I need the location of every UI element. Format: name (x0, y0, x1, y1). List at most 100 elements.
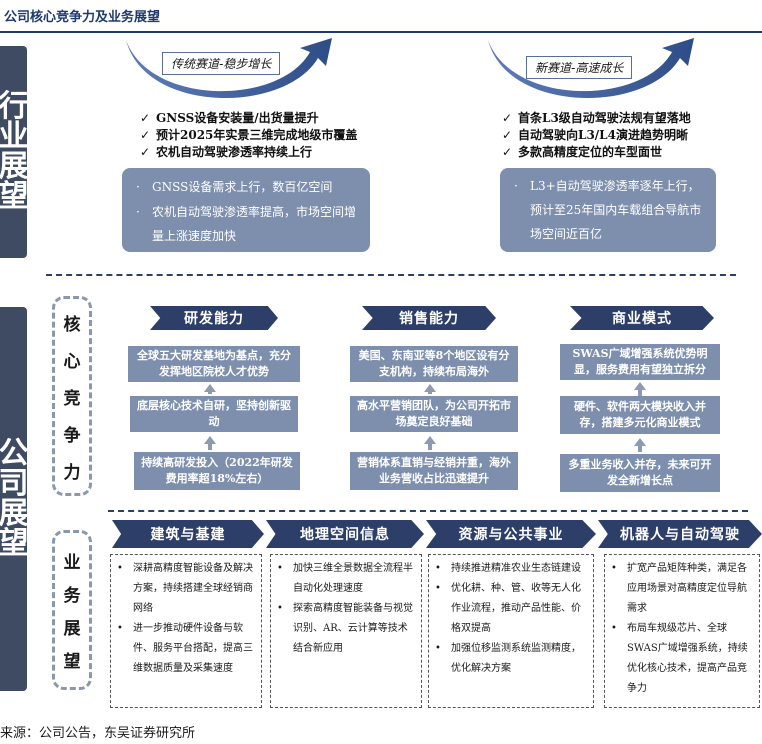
new-check-list: ✓首条L3级自动驾驶法规有望落地 ✓自动驾驶向L3/L4演进趋势明晰 ✓多款高精… (502, 110, 691, 161)
bullet-dot-icon: • (435, 563, 441, 574)
construction-header: 建筑与基建 (112, 520, 264, 548)
check-icon: ✓ (502, 145, 513, 159)
bullet-dot-icon: • (611, 623, 617, 634)
check-icon: ✓ (502, 111, 513, 125)
vertical-char: 竞 (63, 388, 81, 409)
industry-side-text: 行业展望 (0, 92, 27, 212)
vertical-char: 展 (63, 619, 81, 639)
geospatial-header: 地理空间信息 (266, 520, 424, 548)
section-divider (108, 510, 748, 512)
vertical-char: 展 (0, 149, 27, 184)
resources-box: •持续推进精准农业生态链建设 •优化耕、种、管、收等无人化作业流程，推动产品性能… (428, 554, 594, 708)
title-rule (0, 31, 762, 33)
vertical-char: 争 (63, 425, 81, 446)
list-item: •优化耕、种、管、收等无人化作业流程，推动产品性能、价格双提高 (435, 579, 587, 639)
list-item: •扩宽产品矩阵种类，满足各应用场景对高精度定位导航需求 (611, 559, 753, 619)
traditional-info-box: ·GNSS设备需求上行，数百亿空间 ·农机自动驾驶渗透率提高，市场空间增量上涨速… (122, 168, 370, 252)
bullet-dot-icon: · (136, 180, 140, 194)
list-item: •进一步推动硬件设备与软件、服务平台搭配，提高三维数据质量及采集速度 (117, 619, 255, 679)
new-track-label: 新赛道-高速成长 (526, 56, 633, 79)
rd-box-2: 底层核心技术自研，坚持创新驱动 (130, 396, 298, 432)
company-side-label: 公司展望 (0, 307, 27, 691)
rd-box-3: 持续高研发投入（2022年研发费用率超18%左右） (134, 452, 300, 490)
up-arrow-icon (638, 446, 642, 452)
up-arrow-icon (638, 390, 642, 396)
up-arrow-icon (428, 444, 432, 450)
curved-arrow-icon (488, 38, 694, 98)
vertical-char: 行 (0, 89, 27, 124)
company-side-text: 公司展望 (0, 439, 27, 559)
vertical-char: 业 (63, 553, 81, 573)
up-arrow-icon (204, 384, 216, 392)
rd-capability-header: 研发能力 (150, 306, 278, 330)
curved-arrow-icon (126, 38, 332, 98)
up-arrow-icon (424, 436, 436, 444)
business-outlook-text: 业务展望 (64, 548, 81, 672)
check-icon: ✓ (140, 145, 151, 159)
vertical-char: 核 (63, 314, 81, 335)
list-item: ✓首条L3级自动驾驶法规有望落地 (502, 111, 691, 125)
check-icon: ✓ (140, 128, 151, 142)
up-arrow-icon (428, 392, 432, 394)
vertical-char: 望 (0, 179, 27, 214)
sales-box-3: 营销体系直销与经销并重，海外业务营收占比迅速提升 (350, 452, 518, 490)
vertical-char: 心 (63, 351, 81, 372)
list-item: ✓农机自动驾驶渗透率持续上行 (140, 145, 313, 159)
vertical-char: 业 (0, 119, 27, 154)
up-arrow-icon (208, 444, 212, 450)
vertical-char: 司 (0, 466, 27, 501)
up-arrow-icon (634, 438, 646, 446)
up-arrow-icon (424, 384, 436, 392)
traditional-track-label: 传统赛道-稳步增长 (162, 52, 281, 75)
up-arrow-icon (204, 436, 216, 444)
business-outlook-label: 业务展望 (52, 530, 92, 690)
section-divider (46, 274, 736, 276)
check-icon: ✓ (140, 111, 151, 125)
geospatial-box: •加快三维全景数据全流程半自动化处理速度 •探索高精度智能装备与视觉识别、AR、… (270, 554, 422, 708)
list-item: ✓多款高精度定位的车型面世 (502, 145, 663, 159)
source-note: 来源：公司公告，东吴证券研究所 (0, 726, 196, 741)
sales-box-1: 美国、东南亚等8个地区设有分支机构，持续布局海外 (350, 346, 518, 382)
list-item: •持续推进精准农业生态链建设 (435, 559, 587, 579)
bullet-dot-icon: • (117, 563, 123, 574)
construction-box: •深耕高精度智能设备及解决方案，持续搭建全球经销商网络 •进一步推动硬件设备与软… (110, 554, 262, 708)
vertical-char: 望 (63, 652, 81, 672)
core-competence-text: 核心竞争力 (64, 310, 81, 483)
list-item: •加强位移监测系统监测精度，优化解决方案 (435, 639, 587, 679)
check-icon: ✓ (502, 128, 513, 142)
list-item: •深耕高精度智能设备及解决方案，持续搭建全球经销商网络 (117, 559, 255, 619)
up-arrow-icon (634, 382, 646, 390)
bullet-dot-icon: • (435, 643, 441, 654)
business-model-header: 商业模式 (570, 306, 714, 330)
vertical-char: 公 (0, 436, 27, 471)
traditional-check-list: ✓GNSS设备安装量/出货量提升 ✓预计2025年实景三维完成地级市覆盖 ✓农机… (140, 110, 357, 161)
list-item: •加快三维全景数据全流程半自动化处理速度 (277, 559, 415, 599)
bullet-dot-icon: • (611, 563, 617, 574)
bullet-dot-icon: • (435, 583, 441, 594)
list-item: ✓GNSS设备安装量/出货量提升 (140, 111, 319, 125)
page-title: 公司核心竞争力及业务展望 (4, 10, 161, 25)
bullet-dot-icon: · (136, 205, 140, 219)
core-competence-label: 核心竞争力 (52, 296, 92, 496)
vertical-char: 展 (0, 496, 27, 531)
sales-capability-header: 销售能力 (362, 306, 496, 330)
vertical-char: 力 (63, 462, 81, 483)
bullet-dot-icon: · (514, 179, 518, 193)
list-item: ·GNSS设备需求上行，数百亿空间 (136, 174, 360, 200)
list-item: ✓预计2025年实景三维完成地级市覆盖 (140, 128, 358, 142)
bullet-dot-icon: • (117, 623, 123, 634)
list-item: ✓自动驾驶向L3/L4演进趋势明晰 (502, 128, 688, 142)
up-arrow-icon (208, 392, 212, 394)
bullet-dot-icon: • (277, 563, 283, 574)
vertical-char: 望 (0, 526, 27, 561)
list-item: ·农机自动驾驶渗透率提高，市场空间增量上涨速度加快 (136, 200, 360, 248)
model-box-3: 多重业务收入并存，未来可开发全新增长点 (560, 454, 720, 492)
new-info-box: ·L3+自动驾驶渗透率逐年上行，预计至25年国内车载组合导航市场空间近百亿 (500, 168, 716, 252)
list-item: •探索高精度智能装备与视觉识别、AR、云计算等技术结合新应用 (277, 599, 415, 659)
sales-box-2: 高水平营销团队，为公司开拓市场奠定良好基础 (350, 396, 518, 432)
bullet-dot-icon: • (277, 603, 283, 614)
list-item: •布局车规级芯片、全球SWAS广域增强系统，持续优化核心技术，提高产品竞争力 (611, 619, 753, 699)
robotics-header: 机器人与自动驾驶 (598, 520, 762, 548)
resources-header: 资源与公共事业 (426, 520, 596, 548)
rd-box-1: 全球五大研发基地为基点，充分发挥地区院校人才优势 (128, 346, 300, 382)
